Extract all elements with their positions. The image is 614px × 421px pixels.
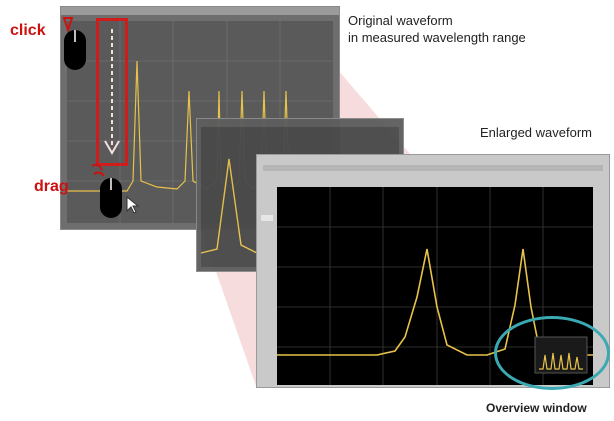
mouse-click-icon [58,12,92,79]
click-label: click [10,22,46,39]
cursor-arrow-icon [126,195,140,219]
overview-window-highlight [494,316,610,390]
original-waveform-label: Original waveform in measured wavelength… [348,13,526,45]
window-titlebar [61,7,339,15]
mouse-drag-icon [90,160,130,227]
selection-range-rectangle[interactable] [96,18,128,166]
enlarged-waveform-window [256,154,610,388]
drag-label: drag [34,178,69,195]
overview-window-label: Overview window [486,401,587,415]
enlarged-waveform-label: Enlarged waveform [480,125,592,140]
